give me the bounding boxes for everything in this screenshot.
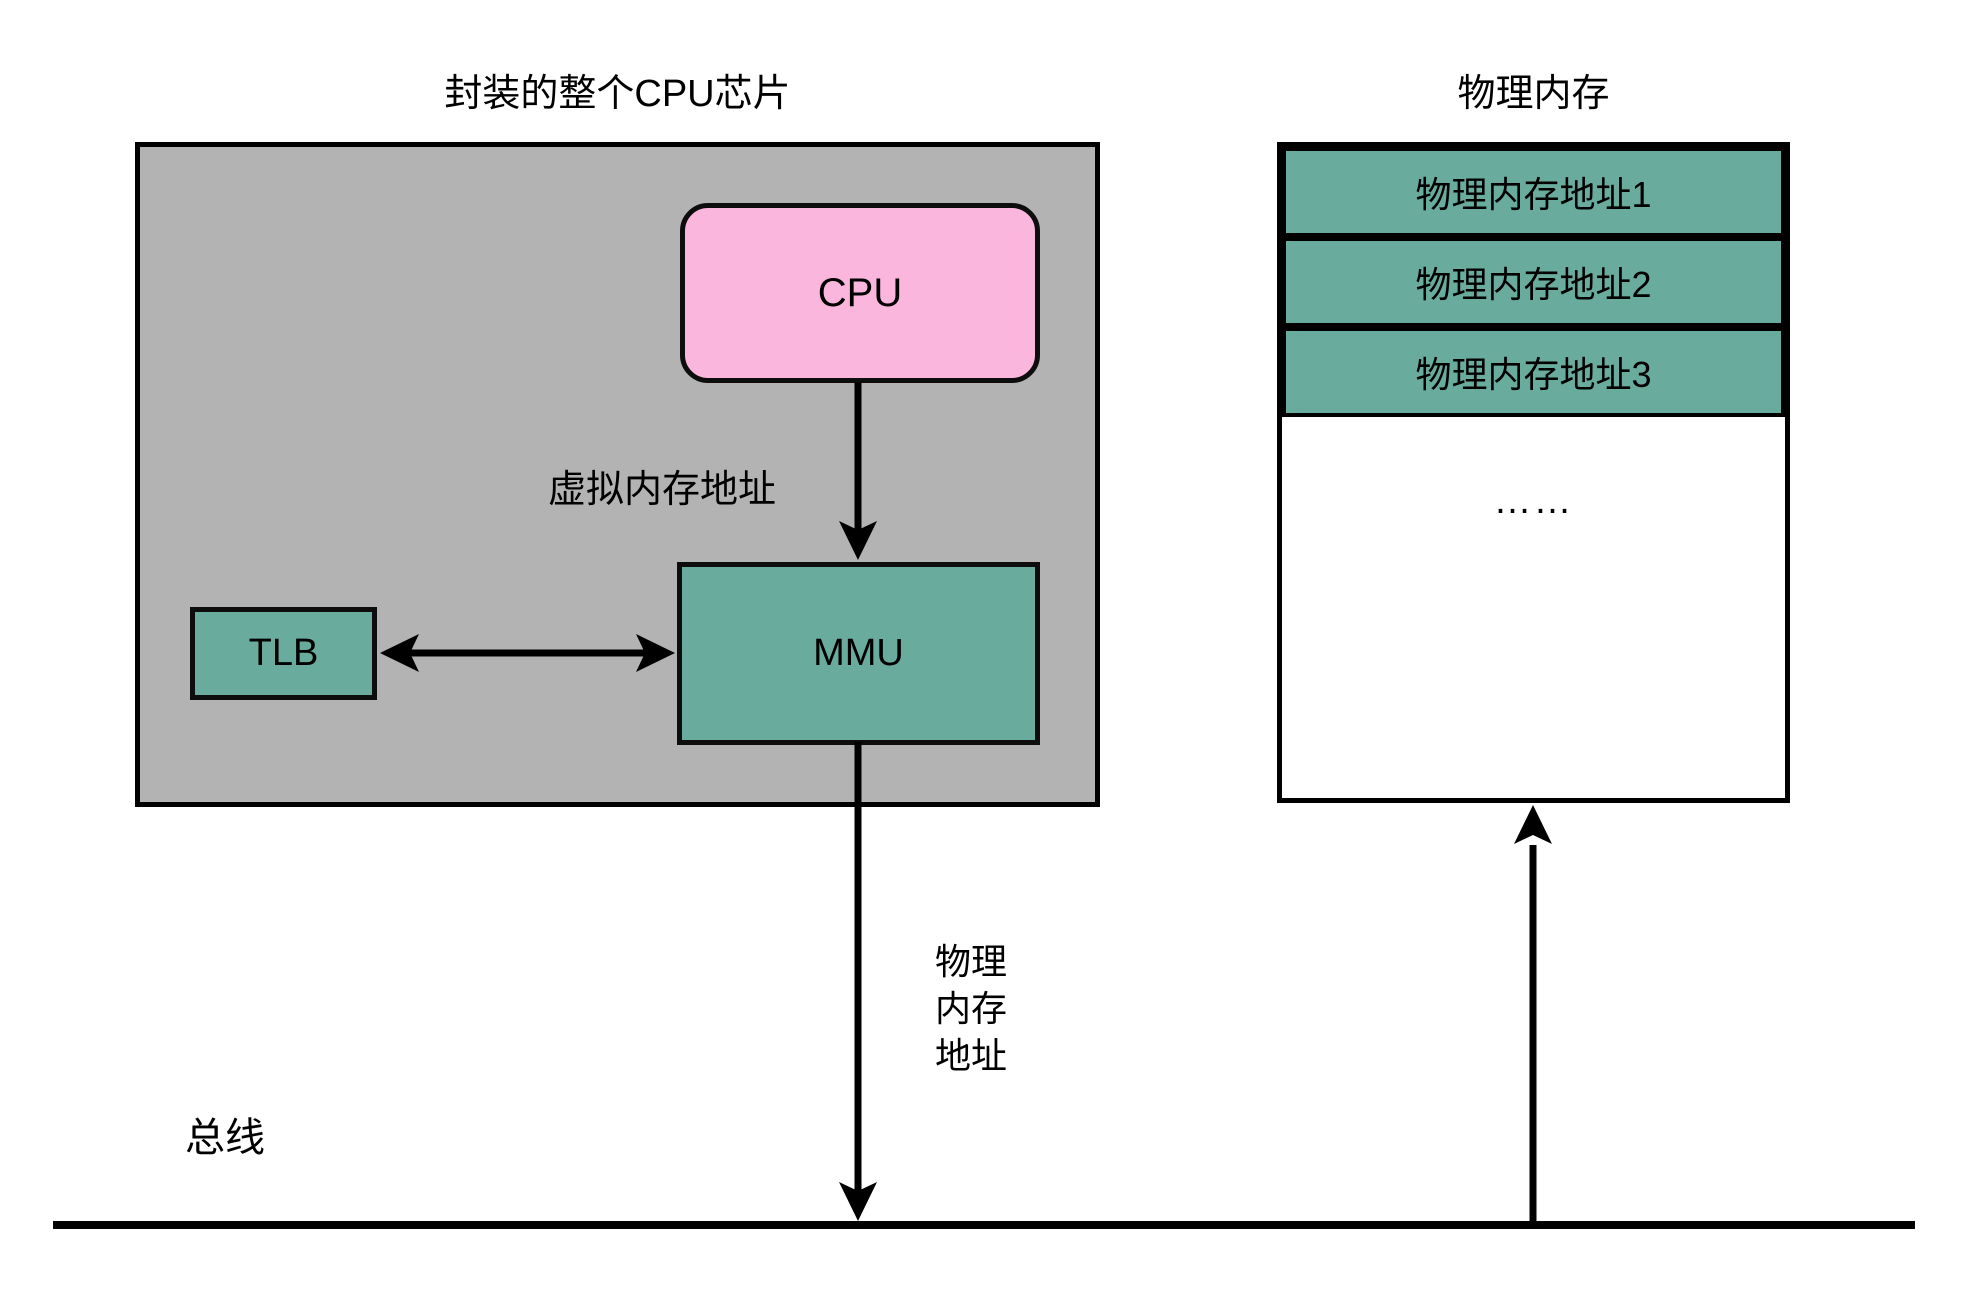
- tlb-label: TLB: [248, 632, 319, 674]
- virtual-address-label: 虚拟内存地址: [548, 469, 777, 511]
- chip-title: 封装的整个CPU芯片: [444, 73, 791, 115]
- memory-row: 物理内存地址3: [1282, 327, 1785, 417]
- bus-label: 总线: [185, 1116, 265, 1160]
- memory-row: 物理内存地址1: [1282, 147, 1785, 237]
- physical-memory-box: 物理内存地址1 物理内存地址2 物理内存地址3: [1277, 142, 1790, 803]
- physical-address-label-line3: 地址: [935, 1035, 1008, 1076]
- mmu-to-bus-arrow: [839, 742, 877, 1221]
- mmu-box: MMU: [677, 562, 1040, 745]
- tlb-box: TLB: [190, 607, 377, 700]
- memory-row-label: 物理内存地址2: [1415, 264, 1652, 305]
- memory-row: 物理内存地址2: [1282, 237, 1785, 327]
- cpu-label: CPU: [817, 270, 903, 315]
- memory-ellipsis: ……: [1493, 480, 1574, 522]
- cpu-box: CPU: [680, 203, 1040, 383]
- bus-to-memory-arrow: [1514, 805, 1552, 1222]
- memory-row-label: 物理内存地址3: [1415, 354, 1652, 395]
- mmu-label: MMU: [813, 632, 904, 674]
- memory-title: 物理内存: [1457, 73, 1610, 115]
- physical-address-label-line2: 内存: [935, 988, 1008, 1029]
- physical-address-label: 物理 内存 地址: [935, 938, 1007, 1079]
- physical-address-label-line1: 物理: [935, 941, 1008, 982]
- memory-row-label: 物理内存地址1: [1415, 174, 1652, 215]
